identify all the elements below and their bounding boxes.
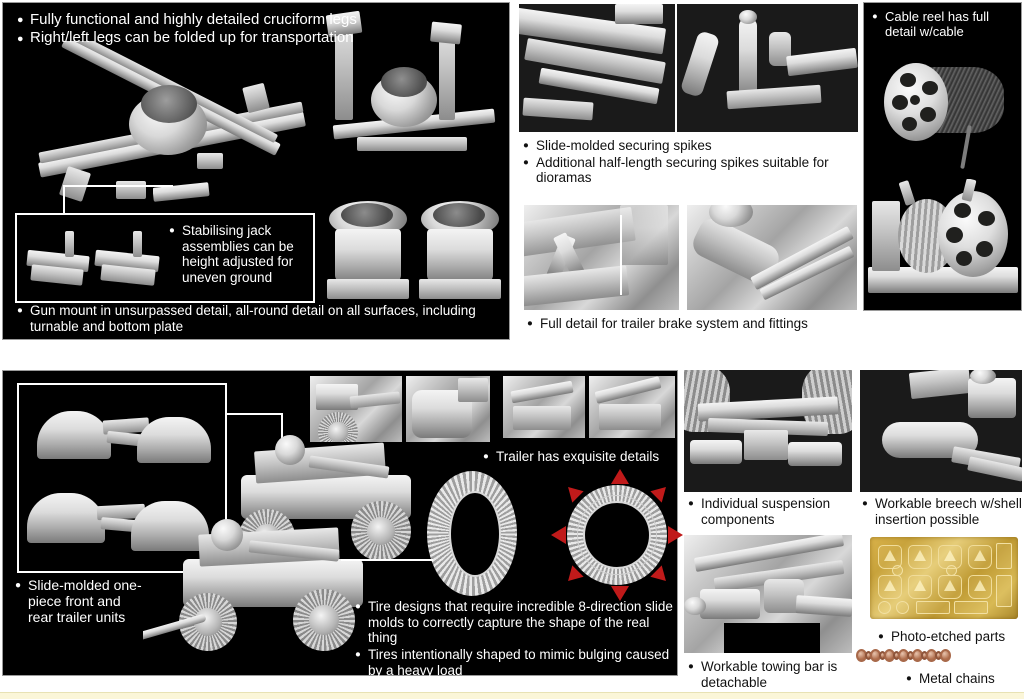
brake-bullet-list: Full detail for trailer brake system and… [527,316,857,333]
suspension-panel: Individual suspension components [684,370,856,528]
small-hardware-render [153,179,213,205]
bullet-item: Trailer has exquisite details [483,449,683,465]
bottom-accent-strip [0,692,1024,699]
trailer-inset-leader [227,413,283,415]
cruciform-legs-render [21,41,321,236]
towing-bar-photo [684,535,852,653]
tire-arrow-n [611,469,629,484]
cable-reel-panel: Cable reel has full detail w/cable [863,2,1022,311]
folded-legs-render [319,11,507,191]
inset-leader-line [63,185,173,187]
metal-chain-render [856,649,1024,662]
bullet-item: Metal chains [906,671,1024,687]
bullet-item: Right/left legs can be folded up for tra… [17,29,437,48]
bullet-item: Photo-etched parts [878,629,1024,645]
breech-panel: Workable breech w/shell insertion possib… [860,370,1024,528]
cruciform-legs-panel: Fully functional and highly detailed cru… [2,2,510,340]
trailer-thumb-4 [589,376,675,438]
stabilising-jack-bullet-list: Stabilising jack assemblies can be heigh… [169,223,309,287]
stabilising-jack-inset: Stabilising jack assemblies can be heigh… [15,213,315,303]
towing-bar-bullet-list: Workable towing bar is detachable [688,659,848,691]
bullet-item: Stabilising jack assemblies can be heigh… [169,223,309,286]
spikes-photo-right [677,4,858,132]
bullet-item: Workable towing bar is detachable [688,659,848,690]
inset-leader-line [63,185,65,214]
trailer-units-panel: Slide-molded one-piece front and rear tr… [2,370,683,679]
spikes-bullet-list: Slide-molded securing spikes Additional … [523,138,843,187]
breech-bullet-list: Workable breech w/shell insertion possib… [862,496,1024,528]
bullet-item: Slide-molded one-piece front and rear tr… [15,577,145,626]
trailer-thumb-2 [406,376,490,442]
photo-etched-parts-panel: Photo-etched parts Metal chains [856,535,1024,695]
bullet-item: Additional half-length securing spikes s… [523,155,843,186]
towing-bar-panel: Workable towing bar is detachable [684,535,856,690]
tire-side-view-render [427,471,517,596]
bullet-item: Cable reel has full detail w/cable [872,9,1012,39]
brake-photo-right [687,205,857,310]
trailer-assembly-front [143,519,393,669]
brake-photo-left [524,205,679,310]
trailer-details-bullet-list: Trailer has exquisite details [483,449,683,466]
tire-arrow-s [611,586,629,601]
suspension-photo [684,370,852,492]
spikes-photo-left [519,4,675,132]
trailer-thumb-1 [310,376,402,442]
cable-reel-bullet-list: Cable reel has full detail w/cable [872,9,1012,40]
trailer-thumb-3 [503,376,585,438]
bullet-item: Workable breech w/shell insertion possib… [862,496,1024,527]
stabilising-jack-render [25,225,165,295]
tire-leader-line [341,559,433,561]
bullet-item: Slide-molded securing spikes [523,138,843,154]
bullet-item: Gun mount in unsurpassed detail, all-rou… [17,303,503,334]
metal-chains-bullet-list: Metal chains [906,671,1024,688]
cruciform-bullet-list: Fully functional and highly detailed cru… [17,11,437,48]
bullet-item: Tires intentionally shaped to mimic bulg… [355,647,675,678]
tire-arrow-e [668,526,683,544]
chain-link [940,649,951,662]
trailer-mudguards-inset [17,383,227,573]
bullet-item: Full detail for trailer brake system and… [527,316,857,332]
tire-arrow-ne [650,481,672,503]
bullet-item: Tire designs that require incredible 8-d… [355,599,675,646]
bullet-item: Fully functional and highly detailed cru… [17,11,437,30]
photo-etch-fret [870,537,1018,619]
cable-reel-render [878,59,1018,169]
gun-mount-bullet-list: Gun mount in unsurpassed detail, all-rou… [17,303,503,335]
photo-etch-bullet-list: Photo-etched parts [878,629,1024,646]
trailer-brake-panel: Full detail for trailer brake system and… [519,200,858,340]
bullet-item: Individual suspension components [688,496,848,527]
gun-mount-render-right [417,199,503,301]
securing-spikes-panel: Slide-molded securing spikes Additional … [519,0,858,185]
tire-arrow-w [551,526,566,544]
tire-front-view-render [551,469,683,601]
suspension-bullet-list: Individual suspension components [688,496,848,528]
breech-photo [860,370,1022,492]
mudguard-pair-upper [37,397,213,477]
mudguard-pair-lower [27,479,213,563]
cable-reel-mounted-render [868,179,1020,307]
trailer-units-bullet-list: Slide-molded one-piece front and rear tr… [15,577,145,627]
tire-bullet-list: Tire designs that require incredible 8-d… [355,599,675,679]
gun-mount-render-left [325,199,411,301]
